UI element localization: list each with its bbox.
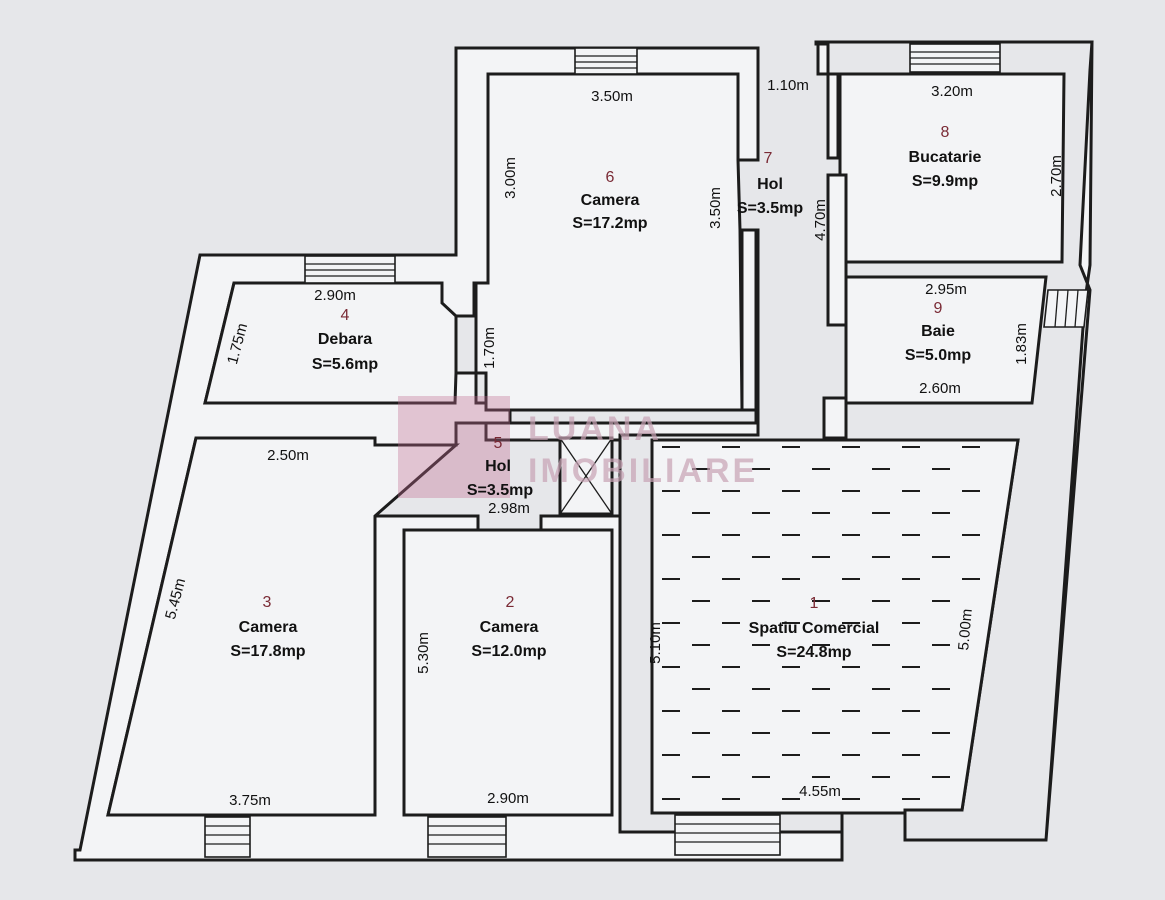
dim-camera6-right: 3.50m	[707, 187, 724, 229]
dim-bucatarie-top: 3.20m	[931, 83, 973, 100]
room-name: Hol	[485, 458, 511, 475]
dim-spatiu-left: 5.10m	[647, 622, 664, 664]
room-number: 6	[606, 169, 615, 186]
dim-baie-top: 2.95m	[925, 281, 967, 298]
watermark: LUANA IMOBILIARE	[398, 396, 758, 498]
room-number: 7	[764, 150, 773, 167]
room-area: S=9.9mp	[912, 173, 978, 190]
room-area: S=12.0mp	[471, 643, 546, 660]
room-number: 8	[941, 124, 950, 141]
hol7-walls	[740, 173, 848, 440]
window-baie	[1043, 289, 1089, 328]
room-name: Baie	[921, 323, 955, 340]
room-number: 9	[934, 300, 943, 317]
room-area: S=17.2mp	[572, 215, 647, 232]
room-baie-9	[844, 275, 1048, 405]
window-debara	[304, 255, 396, 284]
dim-hol7-top: 1.10m	[767, 77, 809, 94]
dim-camera3-top: 2.50m	[267, 447, 309, 464]
room-number: 1	[810, 595, 819, 612]
dim-spatiu-right: 5.00m	[955, 608, 976, 651]
room-name: Camera	[480, 619, 539, 636]
room-bucatarie-8	[838, 72, 1066, 264]
room-label-8: 8 Bucatarie S=9.9mp	[909, 124, 982, 190]
room-area: S=5.6mp	[312, 356, 378, 373]
dim-camera6-top: 3.50m	[591, 88, 633, 105]
dim-camera3-bottom: 3.75m	[229, 792, 271, 809]
room-name: Bucatarie	[909, 149, 982, 166]
dim-camera2-left: 5.30m	[415, 632, 432, 674]
room-area: S=24.8mp	[776, 644, 851, 661]
room-area: S=5.0mp	[905, 347, 971, 364]
room-camera-6	[474, 72, 744, 412]
room-debara-4	[203, 281, 458, 405]
room-outlines	[106, 72, 1066, 817]
window-camera6	[574, 47, 638, 75]
dim-baie-bottom: 2.60m	[919, 380, 961, 397]
dim-camera6-left: 3.00m	[502, 157, 519, 199]
dim-spatiu-bottom: 4.55m	[799, 783, 841, 800]
room-name: Debara	[318, 331, 372, 348]
room-number: 5	[494, 435, 503, 452]
room-name: Hol	[757, 176, 783, 193]
window-spatiu	[674, 814, 781, 856]
room-name: Spatiu Comercial	[749, 620, 880, 637]
room-spatiu-1	[650, 438, 1020, 815]
windows	[204, 43, 1089, 858]
room-label-5: 5 Hol S=3.5mp	[467, 435, 533, 499]
room-area: S=3.5mp	[737, 200, 803, 217]
dim-hol7-right: 4.70m	[812, 199, 829, 241]
shaft-box	[558, 436, 614, 516]
room-name: Camera	[239, 619, 298, 636]
room-label-9: 9 Baie S=5.0mp	[905, 300, 971, 364]
room-label-1: 1 Spatiu Comercial S=24.8mp	[749, 595, 880, 661]
dim-hol5-side: 1.70m	[481, 327, 498, 369]
room-number: 2	[506, 594, 515, 611]
room-label-2: 2 Camera S=12.0mp	[471, 594, 546, 660]
dim-debara-top: 2.90m	[314, 287, 356, 304]
dim-camera2-bottom: 2.90m	[487, 790, 529, 807]
room-number: 4	[341, 307, 350, 324]
room-area: S=17.8mp	[230, 643, 305, 660]
watermark-line1: LUANA	[528, 410, 662, 448]
dim-bucatarie-right: 2.70m	[1048, 155, 1065, 197]
room-area: S=3.5mp	[467, 482, 533, 499]
room-label-4: 4 Debara S=5.6mp	[312, 307, 378, 373]
floor-tile-hatch	[662, 446, 980, 800]
window-camera3	[204, 816, 251, 858]
watermark-line2: IMOBILIARE	[528, 452, 758, 490]
room-name: Camera	[581, 192, 640, 209]
room-number: 3	[263, 594, 272, 611]
dim-baie-right: 1.83m	[1013, 323, 1030, 365]
window-bucatarie	[909, 43, 1001, 73]
room-camera-2	[402, 528, 614, 817]
window-camera2	[427, 816, 507, 858]
room-label-3: 3 Camera S=17.8mp	[230, 594, 305, 660]
room-camera-3	[106, 436, 460, 817]
dim-hol5-bottom: 2.98m	[488, 500, 530, 517]
room-label-6: 6 Camera S=17.2mp	[572, 169, 647, 232]
room-label-7: 7 Hol S=3.5mp	[737, 150, 803, 217]
